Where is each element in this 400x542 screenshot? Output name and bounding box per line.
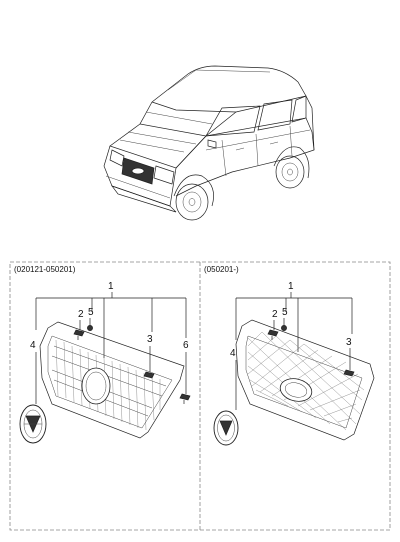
grille-icon (39, 321, 185, 439)
callout-3: 3 (147, 334, 153, 345)
callout-5: 5 (88, 307, 94, 318)
screw-icon (267, 329, 279, 340)
callout-2: 2 (78, 309, 84, 320)
panel-left: (020121-050201) 1 2 5 3 4 6 (14, 265, 191, 444)
emblem-icon (19, 404, 47, 444)
grille-icon (235, 319, 375, 441)
clip-icon-3 (143, 371, 155, 379)
panel-right: (050201-) 1 2 5 3 4 (204, 265, 375, 446)
callout-6: 6 (183, 340, 189, 351)
screw-icon (73, 329, 85, 340)
clip-icon (281, 325, 287, 331)
clip-icon (87, 325, 93, 331)
callout-4: 4 (230, 348, 236, 359)
car-illustration (103, 65, 315, 221)
panel-right-caption: (050201-) (204, 265, 239, 274)
screw-icon-6 (179, 393, 191, 404)
callout-3: 3 (346, 337, 352, 348)
clip-icon-3 (343, 369, 355, 377)
callout-1: 1 (108, 281, 114, 292)
panel-left-caption: (020121-050201) (14, 265, 76, 274)
callout-2: 2 (272, 309, 278, 320)
callout-5: 5 (282, 307, 288, 318)
emblem-icon (213, 410, 239, 446)
callout-4: 4 (30, 340, 36, 351)
callout-1: 1 (288, 281, 294, 292)
